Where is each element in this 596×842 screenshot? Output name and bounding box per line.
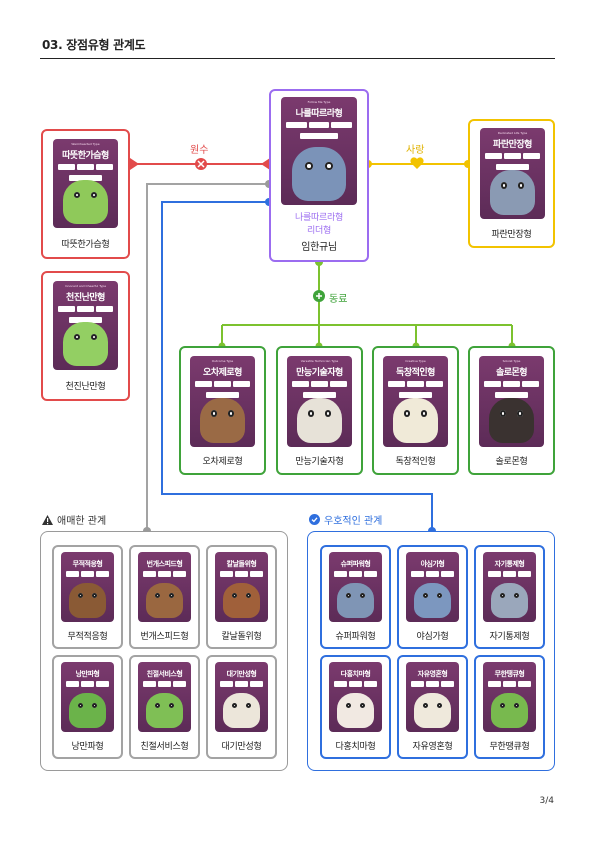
peer-node[interactable]: Versatile Technician Type 만능기술자형 만능기술자형: [276, 346, 363, 475]
peer-label-1: 만능기술자형: [295, 457, 344, 467]
rival-label-1: 천진난만형: [65, 382, 106, 392]
rival-card: Innocent and Cheerful Type 천진난만형: [53, 281, 118, 370]
dinosaur-icon: [145, 693, 184, 728]
warning-icon: [42, 514, 53, 525]
dinosaur-icon: [62, 179, 109, 224]
center-highlight-1: 나를따르라형: [295, 213, 343, 223]
duck-icon: [336, 693, 375, 728]
friendly-node[interactable]: 다홍치마형 다홍치마형: [320, 655, 391, 759]
shark-icon: [413, 583, 452, 618]
rival-card: Warmhearted Type 따뜻한가슴형: [53, 139, 118, 228]
ambiguous-label-0: 무적적응형: [67, 632, 108, 642]
ambiguous-label-3: 낭만파형: [71, 742, 104, 752]
love-label: 사랑: [406, 145, 425, 156]
peer-label-0: 오차제로형: [202, 457, 243, 467]
ambiguous-label-5: 대기만성형: [221, 742, 262, 752]
love-connector: [364, 157, 472, 169]
friendly-section-title: 우호적인 관계: [309, 512, 382, 527]
center-card: Follow Me Type 나를따르라형: [281, 97, 357, 205]
peer-label-3: 솔로몬형: [495, 457, 528, 467]
shark-icon: [292, 147, 346, 201]
peer-node[interactable]: Soloist Type 솔로몬형 솔로몬형: [468, 346, 555, 475]
duck-icon: [296, 397, 343, 443]
ambiguous-node[interactable]: 무적적응형 무적적응형: [52, 545, 123, 649]
shark-icon: [490, 583, 529, 618]
bear-icon: [222, 583, 261, 618]
peer-connector: [221, 262, 513, 346]
duck-icon: [222, 693, 261, 728]
ambiguous-node[interactable]: 대기만성형 대기만성형: [206, 655, 277, 759]
friendly-node[interactable]: 자유영혼형 자유영혼형: [397, 655, 468, 759]
dinosaur-icon: [68, 693, 107, 728]
duck-icon: [392, 397, 439, 443]
ambiguous-node[interactable]: 낭만파형 낭만파형: [52, 655, 123, 759]
peer-card: Versatile Technician Type 만능기술자형: [287, 356, 352, 447]
bear-icon: [488, 397, 535, 443]
plus-icon: [313, 290, 325, 302]
friendly-node[interactable]: 야심가형 야심가형: [397, 545, 468, 649]
friendly-label-4: 자유영혼형: [412, 742, 453, 752]
ambiguous-label-4: 친절서비스형: [140, 742, 189, 752]
friendly-label-0: 슈퍼파워형: [335, 632, 376, 642]
title-divider: [40, 58, 555, 59]
friendly-label-2: 자기통제형: [489, 632, 530, 642]
bear-icon: [145, 583, 184, 618]
friendly-label-1: 야심가형: [416, 632, 449, 642]
check-circle-icon: [309, 514, 320, 525]
friendly-node[interactable]: 무한땡큐형 무한땡큐형: [474, 655, 545, 759]
page-title: 03. 장점유형 관계도: [42, 38, 146, 52]
beaver-icon: [68, 583, 107, 618]
rival-label: 원수: [190, 145, 209, 156]
peer-label: 동료: [329, 294, 348, 305]
center-card-name: 나를따르라형: [295, 109, 343, 119]
rival-node[interactable]: Innocent and Cheerful Type 천진난만형 천진난만형: [41, 271, 130, 401]
rival-label-0: 따뜻한가슴형: [61, 240, 110, 250]
shark-icon: [336, 583, 375, 618]
ambiguous-section-title: 애매한 관계: [42, 512, 106, 527]
duck-icon: [413, 693, 452, 728]
ambiguous-label-1: 번개스피드형: [140, 632, 189, 642]
friendly-label-3: 다홍치마형: [335, 742, 376, 752]
center-node[interactable]: Follow Me Type 나를따르라형 나를따르라형 리더형 임한규님: [269, 89, 369, 262]
love-label-name: 파란만장형: [491, 230, 532, 240]
love-node[interactable]: Dedicated Life Type 파란만장형 파란만장형: [468, 119, 555, 248]
page-number: 3/4: [539, 796, 554, 806]
peer-node[interactable]: Creative Type 독창적인형 독창적인형: [372, 346, 459, 475]
bear-icon: [199, 397, 246, 443]
peer-card: Soloist Type 솔로몬형: [479, 356, 544, 447]
peer-label-2: 독창적인형: [395, 457, 436, 467]
love-card: Dedicated Life Type 파란만장형: [480, 128, 545, 219]
center-name: 임한규님: [301, 242, 337, 253]
ambiguous-node[interactable]: 칼날돌위형 칼날돌위형: [206, 545, 277, 649]
center-highlight-2: 리더형: [307, 226, 331, 236]
ambiguous-label-2: 칼날돌위형: [221, 632, 262, 642]
dinosaur-icon: [490, 693, 529, 728]
ambiguous-node[interactable]: 친절서비스형 친절서비스형: [129, 655, 200, 759]
dinosaur-icon: [62, 321, 109, 366]
peer-node[interactable]: Outcome Type 오차제로형 오차제로형: [179, 346, 266, 475]
ambiguous-node[interactable]: 번개스피드형 번개스피드형: [129, 545, 200, 649]
friendly-node[interactable]: 자기통제형 자기통제형: [474, 545, 545, 649]
peer-card: Creative Type 독창적인형: [383, 356, 448, 447]
peer-card: Outcome Type 오차제로형: [190, 356, 255, 447]
shark-icon: [489, 169, 536, 215]
rival-node[interactable]: Warmhearted Type 따뜻한가슴형 따뜻한가슴형: [41, 129, 130, 259]
rival-connector: [130, 158, 270, 170]
friendly-label-5: 무한땡큐형: [489, 742, 530, 752]
heart-icon: [410, 157, 424, 169]
friendly-node[interactable]: 슈퍼파워형 슈퍼파워형: [320, 545, 391, 649]
